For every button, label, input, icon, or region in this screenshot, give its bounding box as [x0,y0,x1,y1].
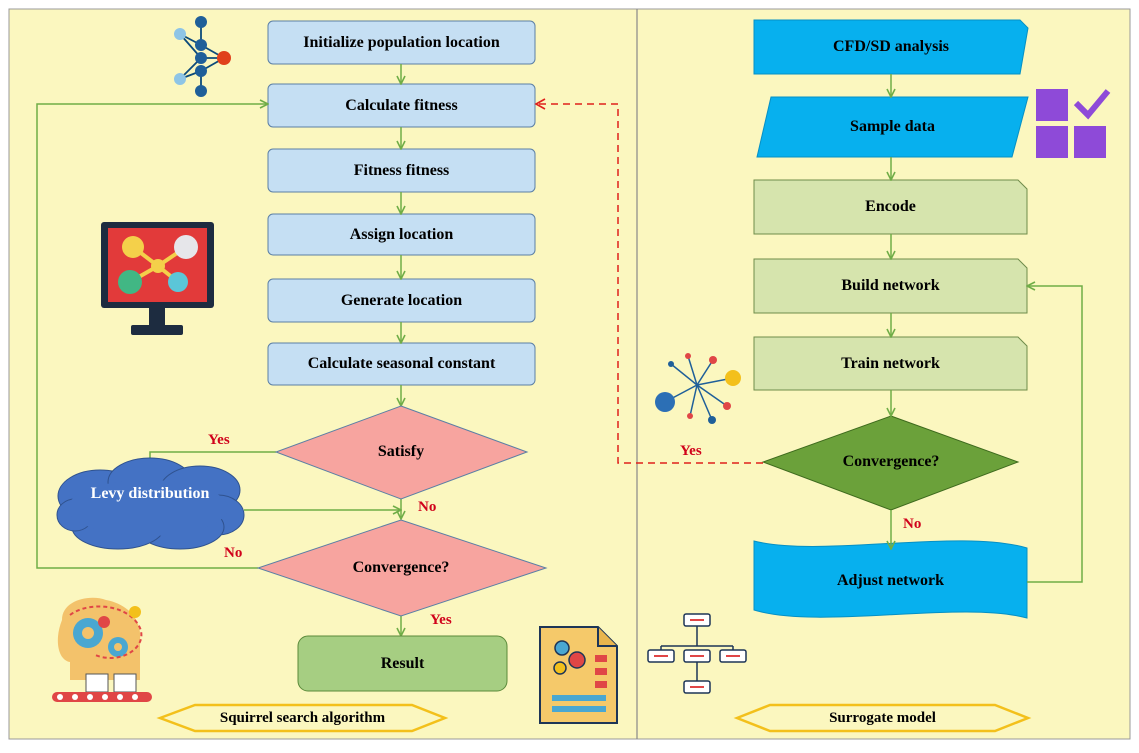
step-box-calc-fitness [267,83,536,128]
step-box-generate [267,278,536,323]
monitor-molecule-icon [101,222,214,335]
right-title-hexagon [733,703,1032,733]
no-convergence-label: No [224,545,243,561]
no-right-label: No [903,516,922,532]
levy-cloud [56,457,245,550]
step-box-init [267,20,536,65]
build-box [753,258,1028,314]
star-network-icon [655,353,741,424]
right-arrows [891,74,1083,583]
step-box-fitness-fitness [267,148,536,193]
step-boxes [267,20,536,386]
result-box [297,635,508,692]
yes-dashed-path [534,98,763,464]
network-graph-icon [174,16,231,97]
adjust-banner [753,540,1028,619]
encode-box [753,179,1028,235]
yes-satisfy-label: Yes [208,432,230,448]
org-chart-icon [647,613,747,694]
checklist-grid-icon [1036,89,1111,158]
document-gears-icon [539,626,618,724]
cfd-box [753,19,1029,75]
no-satisfy-label: No [418,499,437,515]
yes-right-label: Yes [680,443,702,459]
left-title-hexagon [156,703,449,733]
step-box-assign [267,213,536,256]
head-gears-icon [52,597,152,702]
step-box-seasonal [267,342,536,386]
yes-convergence-label: Yes [430,612,452,628]
convergence-diamond-left [256,519,548,617]
right-green-boxes [753,179,1028,391]
satisfy-diamond [274,405,529,500]
train-box [753,336,1028,391]
sample-parallelogram [756,96,1029,158]
